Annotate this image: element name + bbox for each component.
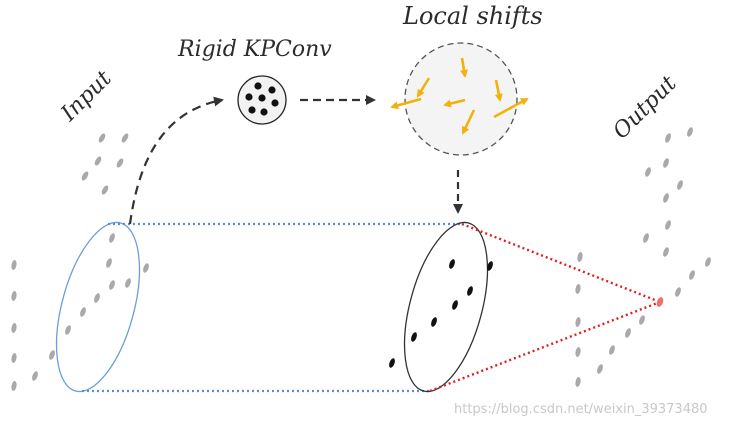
rigid-kpconv-label: Rigid KPConv xyxy=(177,37,332,62)
shift-arrows xyxy=(390,57,529,135)
deformed-receptive-field xyxy=(403,221,489,393)
deformed-kernel-points xyxy=(389,259,493,368)
output-point-cloud xyxy=(575,127,711,387)
input-point-cloud xyxy=(11,133,149,391)
input-receptive-field xyxy=(55,221,141,393)
arrow-to-kpconv xyxy=(128,96,224,225)
input-label: Input xyxy=(56,66,117,127)
output-cone xyxy=(429,222,661,393)
local-shifts-label: Local shifts xyxy=(402,2,543,30)
rigid-kernel xyxy=(237,75,287,125)
cylinder-connectors xyxy=(82,222,462,393)
output-point xyxy=(656,297,664,307)
deformable-kernel xyxy=(390,42,529,156)
watermark: https://blog.csdn.net/weixin_39373480 xyxy=(454,402,708,417)
output-label: Output xyxy=(609,71,682,144)
